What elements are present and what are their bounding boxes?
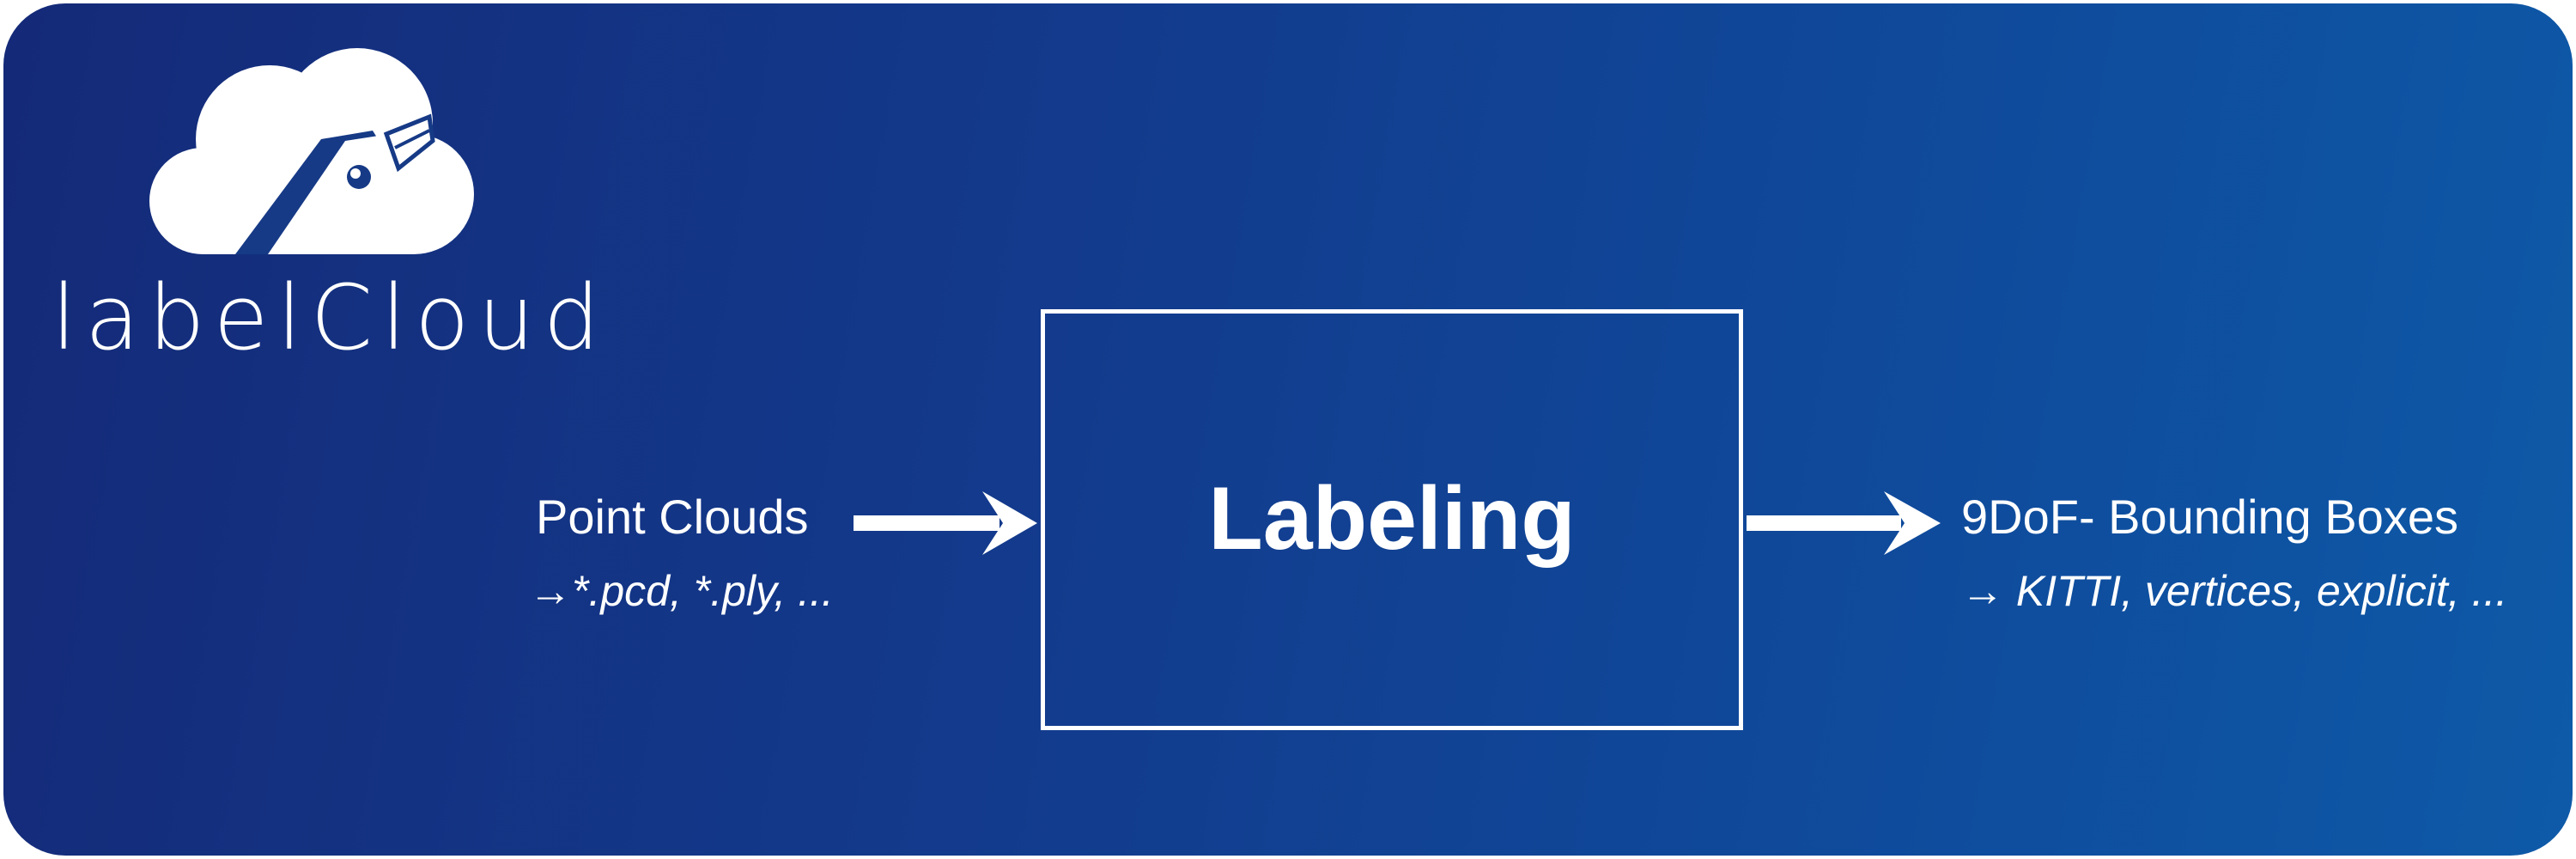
cloud-logo-icon — [149, 48, 474, 254]
process-label: Labeling — [1208, 469, 1576, 569]
output-title: 9DoF- Bounding Boxes — [1961, 490, 2459, 544]
output-arrow-icon — [1747, 491, 1941, 555]
input-arrow-icon — [854, 491, 1037, 555]
process-box: Labeling — [1041, 309, 1743, 730]
output-formats: → KITTI, vertices, explicit, ... — [1961, 567, 2508, 615]
logo-wordmark: labelCloud — [52, 265, 609, 370]
input-formats: →*.pcd, *.ply, ... — [529, 567, 834, 615]
diagram-banner: labelCloud Point Clouds →*.pcd, *.ply, .… — [3, 3, 2573, 856]
input-title: Point Clouds — [536, 490, 809, 544]
